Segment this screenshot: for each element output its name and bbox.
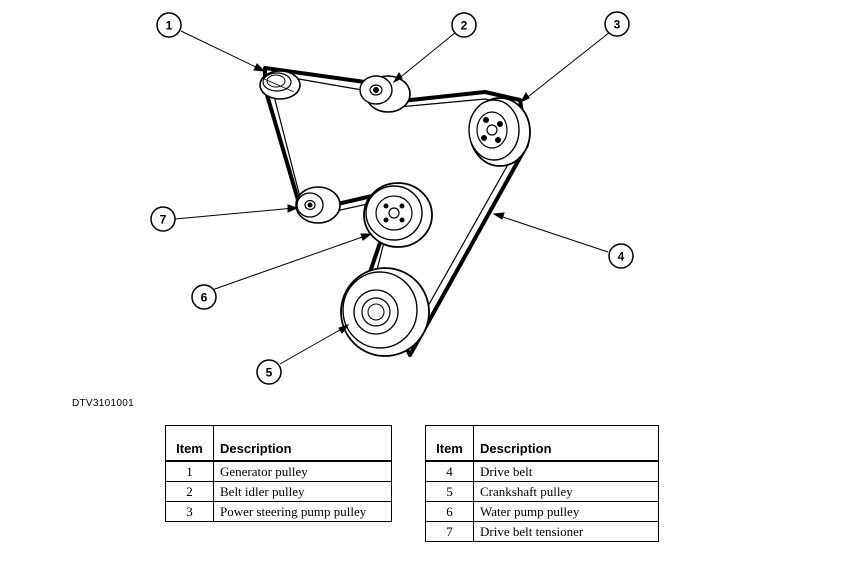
description-header: Description xyxy=(473,425,659,462)
svg-text:6: 6 xyxy=(201,291,208,305)
callout-2: 2 xyxy=(451,12,477,38)
item-number: 7 xyxy=(425,521,474,542)
description-header: Description xyxy=(213,425,392,462)
power-steering-pump-pulley xyxy=(468,97,531,167)
crankshaft-pulley xyxy=(340,267,430,357)
water-pump-pulley xyxy=(363,182,433,248)
item-description: Power steering pump pulley xyxy=(213,501,392,522)
item-number: 5 xyxy=(425,481,474,502)
item-description: Water pump pulley xyxy=(473,501,659,522)
callout-6: 6 xyxy=(191,284,217,310)
generator-pulley xyxy=(259,70,301,100)
item-description: Crankshaft pulley xyxy=(473,481,659,502)
item-header: Item xyxy=(425,425,474,462)
item-number: 4 xyxy=(425,460,474,482)
table-header-row: Item Description xyxy=(425,425,659,462)
table-row: 7 Drive belt tensioner xyxy=(425,521,659,542)
item-number: 6 xyxy=(425,501,474,522)
belt-idler-pulley xyxy=(359,75,411,113)
figure-id: DTV3101001 xyxy=(72,398,134,409)
table-row: 3 Power steering pump pulley xyxy=(165,501,392,522)
table-row: 6 Water pump pulley xyxy=(425,501,659,522)
svg-text:4: 4 xyxy=(618,250,625,264)
table-row: 5 Crankshaft pulley xyxy=(425,481,659,502)
table-header-row: Item Description xyxy=(165,425,392,462)
item-description: Drive belt tensioner xyxy=(473,521,659,542)
item-number: 2 xyxy=(165,481,214,502)
callout-5: 5 xyxy=(256,359,282,385)
drive-belt-diagram: 1 2 3 4 5 6 7 xyxy=(150,11,634,385)
callout-4: 4 xyxy=(608,243,634,269)
item-number: 3 xyxy=(165,501,214,522)
svg-text:1: 1 xyxy=(166,19,173,33)
leader-lines xyxy=(174,30,611,365)
item-number: 1 xyxy=(165,460,214,482)
table-row: 2 Belt idler pulley xyxy=(165,481,392,502)
item-description: Drive belt xyxy=(473,460,659,482)
svg-text:2: 2 xyxy=(461,19,468,33)
drive-belt-tensioner xyxy=(295,186,341,224)
table-row: 4 Drive belt xyxy=(425,460,659,482)
svg-text:7: 7 xyxy=(160,213,167,227)
svg-text:5: 5 xyxy=(266,366,273,380)
table-row: 1 Generator pulley xyxy=(165,460,392,482)
callout-3: 3 xyxy=(604,11,630,37)
legend-table-right: Item Description 4 Drive belt 5 Cranksha… xyxy=(425,425,659,542)
svg-text:3: 3 xyxy=(614,18,621,32)
item-description: Generator pulley xyxy=(213,460,392,482)
callout-1: 1 xyxy=(156,12,182,38)
legend-table-left: Item Description 1 Generator pulley 2 Be… xyxy=(165,425,392,522)
callout-7: 7 xyxy=(150,206,176,232)
item-description: Belt idler pulley xyxy=(213,481,392,502)
item-header: Item xyxy=(165,425,214,462)
